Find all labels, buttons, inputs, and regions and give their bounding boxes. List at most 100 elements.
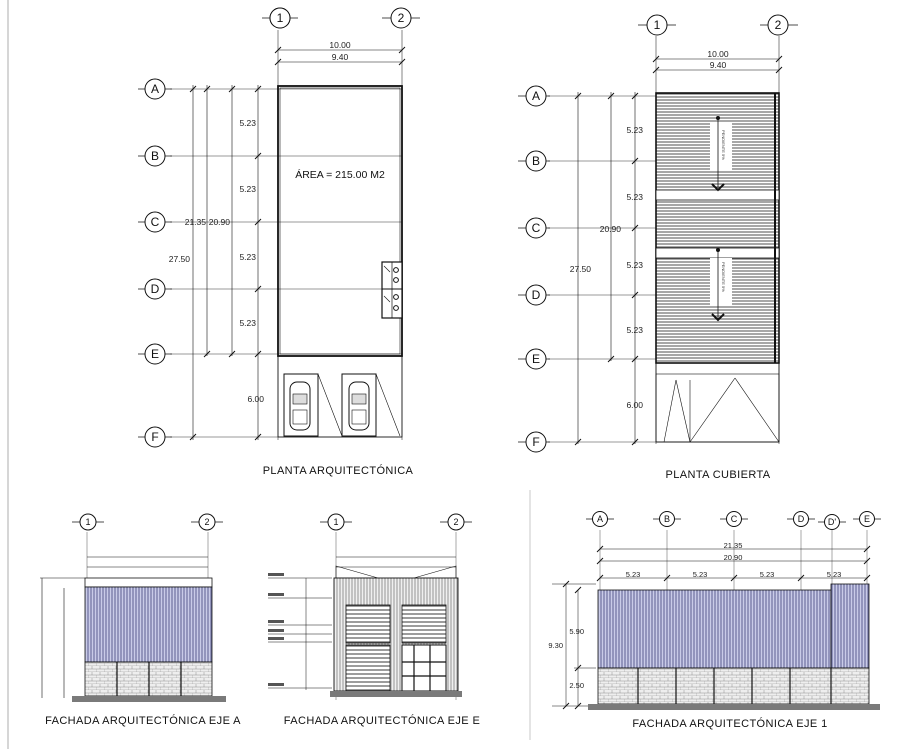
roof-slope-label: PENDIENTE 5%	[721, 262, 726, 292]
floor-plan: 1 2 A B C D E F	[138, 7, 420, 477]
floor-bay-1: 5.23	[239, 118, 256, 128]
elevation-eje-e: 1 2	[268, 513, 480, 727]
floor-total-c: 27.50	[169, 254, 191, 264]
roof-axis-bubble-c: C	[525, 217, 547, 239]
floor-plan-title: PLANTA ARQUITECTÓNICA	[263, 464, 414, 477]
roof-parking	[655, 362, 780, 443]
svg-text:F: F	[532, 435, 539, 449]
roof-axis-bubble-f: F	[525, 431, 547, 453]
floor-axis-bubble-c: C	[144, 211, 166, 233]
svg-text:5.23: 5.23	[626, 570, 641, 579]
elevation-eje-1: A B C D D' E 21.35 20.90 5.23 5.23 5.23 …	[548, 511, 881, 730]
svg-text:F: F	[151, 430, 158, 444]
roof-panels: PENDIENTE 5% PENDIENTE 5%	[655, 92, 780, 364]
svg-text:D: D	[532, 288, 541, 302]
floor-total-a: 21.35	[185, 217, 207, 227]
ground-line	[72, 696, 226, 702]
svg-text:1: 1	[654, 18, 661, 32]
elevation-eje-a: 1 2 FACHADA ARQUITECTÓNICA EJE A	[40, 513, 241, 727]
roof-axis-bubble-d: D	[525, 284, 547, 306]
elev-1-axis-c: C	[720, 511, 748, 527]
svg-text:1: 1	[333, 517, 338, 527]
floor-bay-3: 5.23	[239, 252, 256, 262]
roof-axis-bubble-b: B	[525, 150, 547, 172]
parking-area	[277, 355, 403, 438]
ground-line	[588, 704, 880, 710]
floor-axis-bubble-e: E	[144, 343, 166, 365]
level-markers	[268, 573, 332, 690]
roof-axis-bubble-e: E	[525, 348, 547, 370]
svg-text:2: 2	[775, 18, 782, 32]
car-icon	[348, 381, 370, 431]
svg-text:20.90: 20.90	[600, 224, 622, 234]
floor-parking-depth: 6.00	[247, 394, 264, 404]
floor-axis-bubble-b: B	[144, 145, 166, 167]
roof-slope-label: PENDIENTE 5%	[721, 130, 726, 160]
svg-text:5.23: 5.23	[827, 570, 842, 579]
elev-e-axis-2: 2	[440, 513, 472, 531]
svg-text:21.35: 21.35	[724, 541, 743, 550]
floor-vertical-dimensions: 27.50 21.35 20.90 5.23 5.23 5.23 5.23 6.…	[169, 85, 264, 441]
svg-text:E: E	[864, 514, 870, 524]
elev-1-axis-d: D	[787, 511, 815, 527]
svg-text:E: E	[532, 352, 540, 366]
roof-grid-bubble-2: 2	[760, 14, 798, 36]
svg-text:5.90: 5.90	[569, 627, 584, 636]
svg-text:5.23: 5.23	[626, 125, 643, 135]
elevation-a-title: FACHADA ARQUITECTÓNICA EJE A	[45, 714, 241, 727]
elev-1-height-dimensions: 9.30 5.90 2.50	[548, 580, 596, 710]
roof-axis-bubble-a: A	[525, 85, 547, 107]
svg-text:D: D	[151, 282, 160, 296]
svg-text:A: A	[597, 514, 603, 524]
elev-1-axis-b: B	[653, 511, 681, 527]
svg-text:B: B	[664, 514, 670, 524]
svg-text:A: A	[151, 82, 159, 96]
svg-text:20.90: 20.90	[724, 553, 743, 562]
grid-label-1: 1	[277, 11, 284, 25]
svg-text:9.40: 9.40	[710, 60, 727, 70]
floor-area-label: ÁREA = 215.00 M2	[295, 168, 385, 181]
elev-a-axis-1: 1	[72, 513, 104, 531]
svg-text:5.23: 5.23	[626, 260, 643, 270]
floor-width-dimensions: 10.00 9.40	[274, 40, 406, 66]
entry-door	[401, 644, 447, 692]
garage-shutter	[345, 644, 391, 692]
svg-text:2: 2	[204, 517, 209, 527]
elevation-1-title: FACHADA ARQUITECTÓNICA EJE 1	[632, 717, 827, 730]
floor-width-inner: 9.40	[332, 52, 349, 62]
floor-axis-bubble-a: A	[144, 78, 166, 100]
svg-text:C: C	[532, 221, 541, 235]
svg-text:B: B	[532, 154, 540, 168]
grid-label-2: 2	[398, 11, 405, 25]
grid-bubble-1: 1	[262, 7, 298, 29]
roof-width-dimensions: 10.00 9.40	[652, 49, 783, 74]
elev-1-dimensions: 21.35 20.90 5.23 5.23 5.23 5.23	[596, 541, 871, 582]
elev-a-axis-2: 2	[191, 513, 223, 531]
svg-text:D': D'	[828, 517, 836, 527]
svg-text:B: B	[151, 149, 159, 163]
svg-text:2.50: 2.50	[569, 681, 584, 690]
roof-plan-title: PLANTA CUBIERTA	[665, 469, 770, 481]
svg-text:C: C	[151, 215, 160, 229]
elev-1-axis-e: E	[853, 511, 881, 527]
svg-text:5.23: 5.23	[626, 325, 643, 335]
svg-text:5.23: 5.23	[760, 570, 775, 579]
svg-text:1: 1	[85, 517, 90, 527]
roof-grid-bubble-1: 1	[638, 14, 676, 36]
svg-text:6.00: 6.00	[626, 400, 643, 410]
elev-e-axis-1: 1	[320, 513, 352, 531]
svg-text:27.50: 27.50	[570, 264, 592, 274]
facade-cladding	[597, 589, 832, 669]
elev-1-axis-d-prime: D'	[818, 514, 846, 530]
floor-width-outer: 10.00	[329, 40, 351, 50]
floor-axis-bubble-f: F	[144, 426, 166, 448]
car-icon	[289, 381, 311, 431]
floor-bay-4: 5.23	[239, 318, 256, 328]
floor-axis-bubble-d: D	[144, 278, 166, 300]
svg-text:2: 2	[453, 517, 458, 527]
svg-text:E: E	[151, 347, 159, 361]
floor-total-b: 20.90	[209, 217, 231, 227]
roof-plan: 1 2 A B C D E F	[518, 14, 798, 481]
floor-bay-2: 5.23	[239, 184, 256, 194]
elevation-e-title: FACHADA ARQUITECTÓNICA EJE E	[284, 714, 480, 727]
